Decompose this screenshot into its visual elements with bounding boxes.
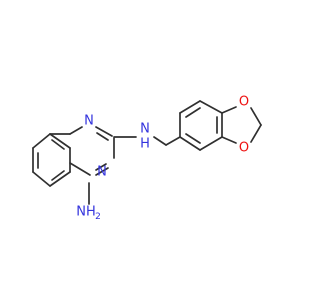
bond-ch2-o2 [250, 124, 262, 143]
dioxole-ring-bonds [221, 106, 262, 144]
atom-o1-label: O [239, 95, 249, 110]
structure-diagram: N N N H NH 2 O O [32, 95, 262, 223]
linker-bonds [113, 136, 181, 146]
atom-nh2-subscript: 2 [95, 212, 101, 222]
bond-b4-o1 [221, 106, 237, 114]
bond-nh-ch2 [153, 136, 167, 146]
atom-n3-label: N [97, 165, 107, 180]
bond-c6-c5 [49, 171, 71, 187]
bond-b2-b3-double [185, 107, 201, 118]
bond-b6-b1-double [185, 133, 201, 144]
bond-b5-b6 [199, 136, 223, 151]
benzodioxole-ring-bonds [179, 100, 223, 151]
atom-n1-label: N [84, 114, 94, 129]
atom-nh-label: N [140, 122, 150, 137]
bond-b5-o2 [221, 136, 237, 144]
bond-b3-b4 [199, 100, 223, 114]
bond-n1-c2-double [96, 132, 109, 141]
bond-n1-c2 [95, 126, 113, 137]
bond-c8a-c8 [32, 133, 51, 149]
atom-o2-label: O [239, 141, 249, 156]
bond-n3-c4 [95, 167, 109, 176]
bond-b6-b1 [179, 136, 201, 151]
bond-c4-c4a [69, 162, 91, 176]
bond-o1-ch2 [250, 107, 262, 126]
benzo-ring-bonds [32, 133, 71, 187]
pyrimidine-ring-bonds [49, 126, 115, 205]
bond-c7-c6 [32, 171, 51, 187]
atom-labels: N N N H NH 2 O O [76, 95, 249, 223]
atom-nh-hydrogen-label: H [140, 137, 150, 152]
bond-ch2-aryl [165, 136, 181, 146]
bond-c4a-c8a-double [51, 139, 65, 150]
bond-n3-c4-double [95, 163, 107, 171]
bond-b2-b3 [179, 100, 201, 114]
bond-c4a-c8a [49, 133, 71, 149]
bond-c8a-n1 [69, 126, 83, 135]
bond-c6-c5-double [51, 170, 65, 181]
atom-nh2-label: NH [76, 205, 96, 220]
